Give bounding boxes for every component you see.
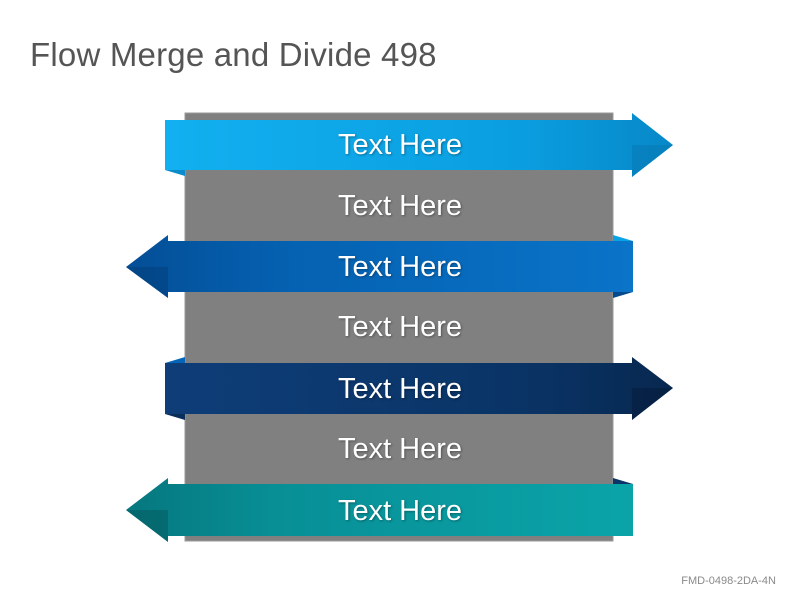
band-label-5: Text Here xyxy=(337,373,463,405)
page-title: Flow Merge and Divide 498 xyxy=(30,36,437,73)
band-label-2: Text Here xyxy=(337,190,463,222)
center-column xyxy=(184,112,614,542)
arrow-band-1 xyxy=(165,113,673,177)
arrow-band-3 xyxy=(126,235,633,298)
footer-code: FMD-0498-2DA-4N xyxy=(681,575,776,587)
band-label-1: Text Here xyxy=(337,129,463,161)
fold-corner xyxy=(613,235,633,241)
fold-corner xyxy=(165,357,185,363)
band-label-7: Text Here xyxy=(337,495,463,527)
band-label-6: Text Here xyxy=(337,433,463,465)
band-label-4: Text Here xyxy=(337,311,463,343)
arrow-band-5 xyxy=(165,357,673,420)
fold-corner xyxy=(613,478,633,484)
arrow-band-7 xyxy=(126,478,633,542)
band-label-3: Text Here xyxy=(337,251,463,283)
